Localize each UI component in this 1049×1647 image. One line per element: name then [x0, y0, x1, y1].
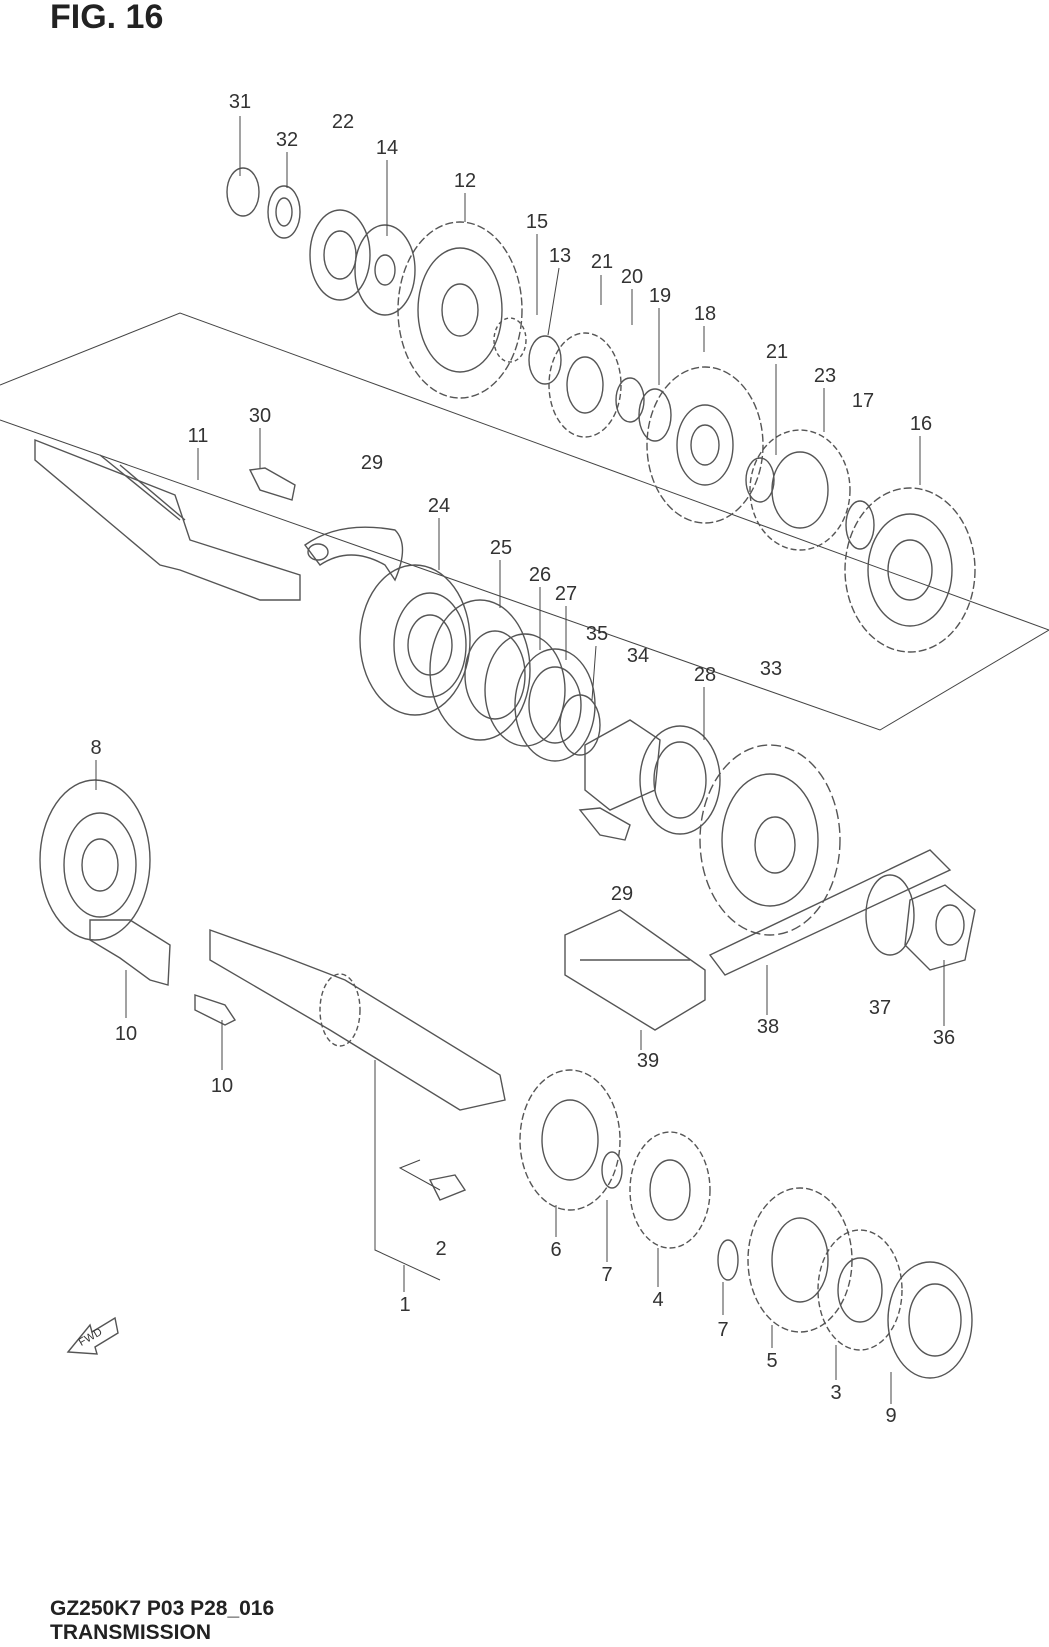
label-7-a: 7	[601, 1264, 612, 1286]
label-27: 26	[529, 564, 551, 586]
label-37: 35	[586, 623, 608, 645]
fwd-arrow: FWD	[66, 1316, 119, 1355]
label-12: 11	[188, 425, 209, 447]
gear-22	[749, 429, 851, 551]
washer-20	[638, 388, 672, 442]
oil-seal-26	[429, 599, 531, 741]
gear-23	[548, 332, 622, 438]
label-11: 10	[211, 1075, 233, 1097]
washer-18	[845, 500, 875, 550]
label-8: 8	[90, 737, 101, 759]
driveshaft-1	[209, 929, 506, 1111]
label-1: 1	[399, 1294, 410, 1316]
oil-seal-28	[514, 648, 596, 762]
oring-37	[559, 694, 601, 756]
label-4: 4	[652, 1289, 663, 1311]
label-36: 34	[627, 645, 649, 667]
label-41: 39	[637, 1050, 659, 1072]
bolt-35	[578, 807, 631, 841]
label-25: 24	[428, 495, 450, 517]
washer-14	[528, 335, 562, 385]
label-28: 27	[555, 583, 577, 605]
label-20: 19	[649, 285, 671, 307]
label-26: 25	[490, 537, 512, 559]
label-21-upper: 20	[621, 266, 643, 288]
figure-name: TRANSMISSION	[50, 1621, 212, 1644]
gear-19	[646, 366, 764, 524]
fwd-label: FWD	[77, 1326, 105, 1349]
washer-34	[267, 185, 301, 239]
bearing-15	[309, 209, 416, 316]
joint-kit-30	[564, 909, 706, 1031]
label-22: 23	[814, 365, 836, 387]
label-15: 14	[376, 137, 398, 159]
label-2: 2	[435, 1238, 446, 1260]
bearing-25	[359, 564, 471, 716]
label-35: 33	[760, 658, 782, 680]
bolt-32	[248, 467, 296, 501]
label-7-b: 7	[717, 1319, 728, 1341]
nut-38	[904, 884, 976, 971]
figure-code: GZ250K7 P03 P28_016	[50, 1597, 275, 1620]
bearing-8	[39, 779, 151, 941]
label-13: 12	[454, 170, 476, 192]
label-32: 30	[249, 405, 271, 427]
circlip-21-lower	[745, 457, 775, 503]
figure-title: FIG. 16	[50, 0, 164, 36]
part-number-labels: 31 32 22 14 12 15 13 21 20 19 18 21 23 1…	[90, 91, 955, 1427]
circlip-33	[226, 167, 260, 217]
gear-6	[519, 1069, 621, 1211]
label-21-lower: 21	[766, 341, 788, 363]
bearing-retainer-31	[304, 526, 404, 582]
label-14: 13	[549, 245, 571, 267]
label-38: 36	[933, 1027, 955, 1049]
circlip-7-a	[601, 1151, 623, 1189]
label-40: 38	[757, 1016, 779, 1038]
label-29: 28	[694, 664, 716, 686]
gear-17	[844, 487, 976, 653]
oring-27	[484, 633, 566, 747]
countershaft	[34, 438, 301, 601]
leader-lines	[95, 116, 945, 1404]
label-17: 16	[910, 413, 932, 435]
label-30: 29	[611, 883, 633, 905]
gear-4	[629, 1131, 711, 1249]
engine-sprocket	[699, 744, 841, 936]
label-6: 6	[550, 1239, 561, 1261]
label-3: 3	[830, 1382, 841, 1404]
circlip-7-b	[717, 1239, 739, 1281]
gear-5	[747, 1187, 853, 1333]
label-33: 31	[229, 91, 251, 113]
label-39: 37	[869, 997, 891, 1019]
bushing-16	[493, 317, 527, 363]
pin-2	[428, 1174, 467, 1201]
label-9: 9	[885, 1405, 896, 1427]
gear-3	[817, 1229, 903, 1351]
screw-11	[194, 994, 237, 1026]
washer-39	[865, 874, 915, 956]
label-23: 21	[591, 251, 613, 273]
spacer-36	[584, 719, 661, 811]
label-31: 29	[361, 452, 383, 474]
label-5: 5	[766, 1350, 777, 1372]
label-16: 15	[526, 211, 548, 233]
chain-40	[708, 849, 952, 976]
washer-29	[639, 725, 721, 835]
label-18: 17	[852, 390, 874, 412]
label-24: 22	[332, 111, 354, 133]
circlip-21-upper	[615, 377, 645, 423]
label-34: 32	[276, 129, 298, 151]
label-19: 18	[694, 303, 716, 325]
label-10: 10	[115, 1023, 137, 1045]
bearing-9	[887, 1261, 973, 1379]
gear-13	[397, 221, 523, 399]
retainer-10	[89, 919, 171, 986]
group-outline	[0, 312, 1049, 731]
